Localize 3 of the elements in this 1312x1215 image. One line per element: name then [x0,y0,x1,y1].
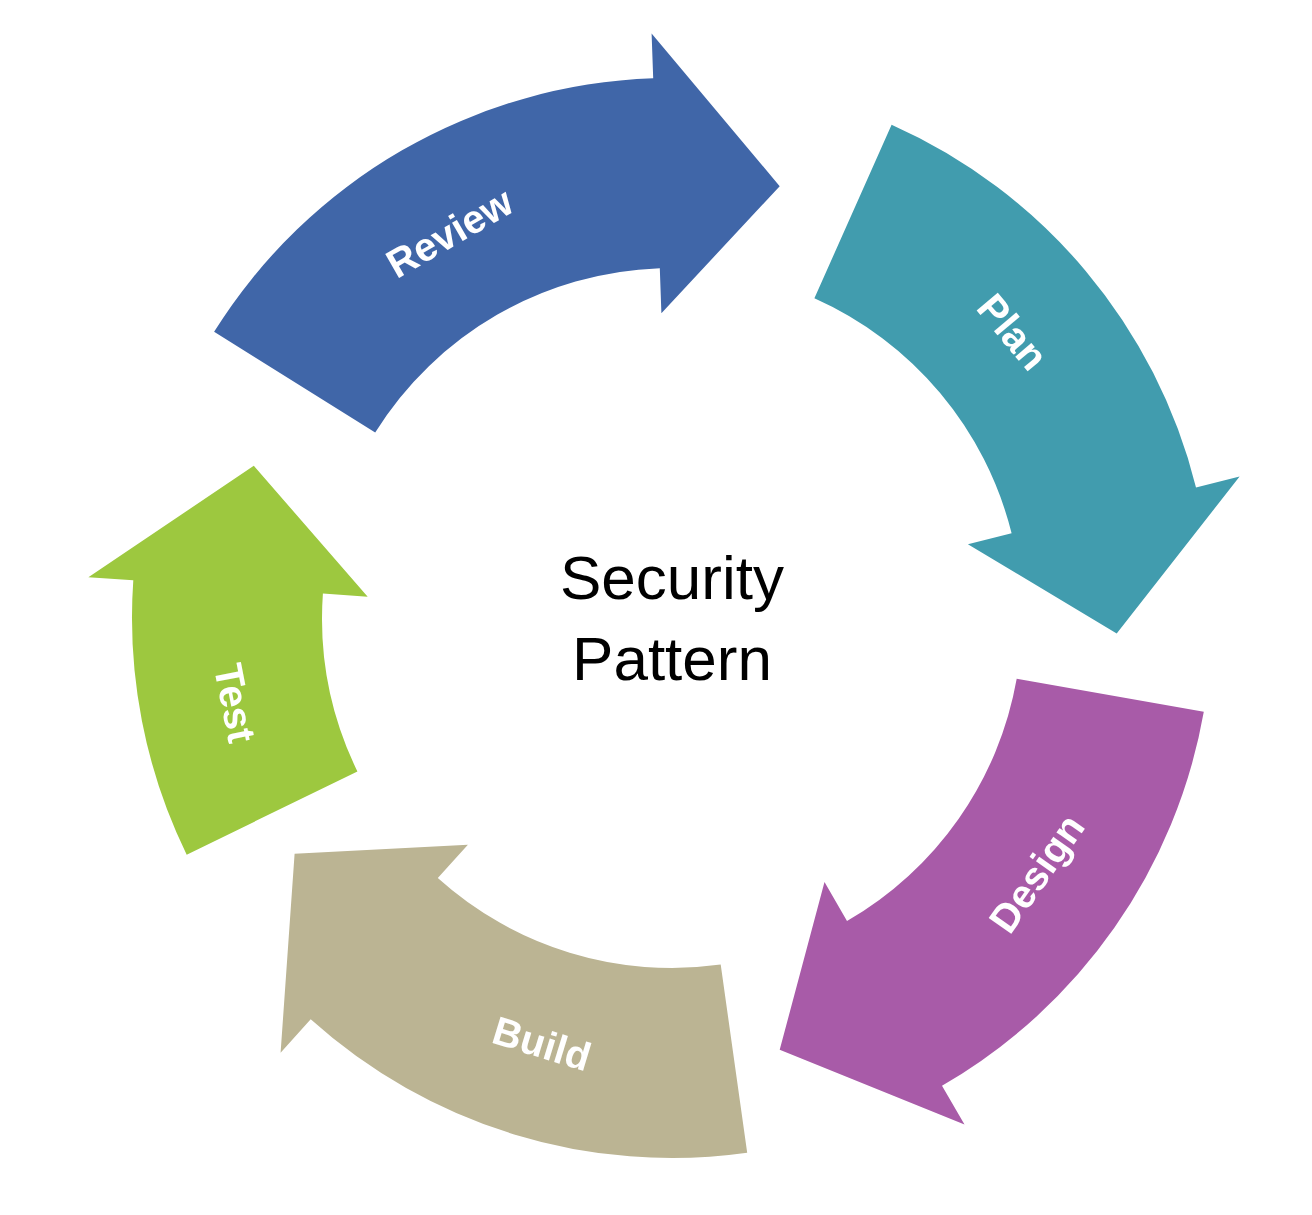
arrow-label: Build [487,1007,597,1080]
center-title: Security Pattern [559,542,785,695]
arrow-label: Test [206,659,265,746]
